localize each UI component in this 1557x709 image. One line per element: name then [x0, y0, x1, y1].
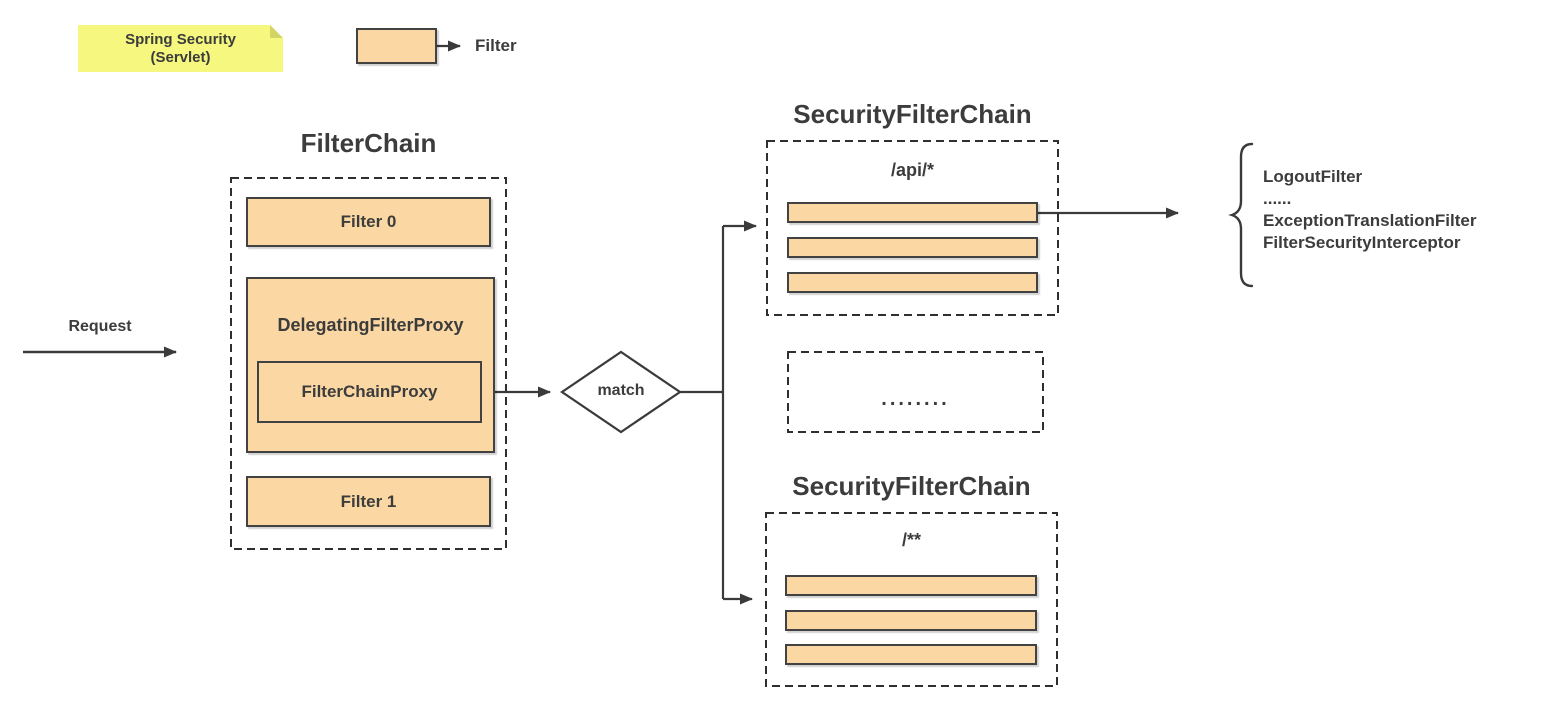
securityfilterchain-all-dashed-box	[765, 512, 1058, 687]
match-label: match	[597, 382, 645, 399]
filter-bar	[785, 644, 1037, 665]
sticky-note: Spring Security (Servlet)	[78, 25, 283, 72]
list-item: LogoutFilter	[1263, 167, 1363, 186]
sticky-note-fold-icon	[270, 25, 283, 38]
security-filters-list: LogoutFilter ...... ExceptionTranslation…	[1263, 166, 1477, 254]
filter0-box: Filter 0	[246, 197, 491, 247]
filterchain-title: FilterChain	[300, 128, 437, 158]
filterchain-dashed-box	[230, 177, 507, 550]
legend-filter-box	[356, 28, 437, 64]
all-pattern-label: /**	[901, 530, 921, 550]
filter1-box: Filter 1	[246, 476, 491, 527]
request-label: Request	[68, 318, 132, 335]
securityfilterchain-api-title: SecurityFilterChain	[793, 99, 1032, 129]
sticky-note-line1: Spring Security	[125, 31, 236, 48]
delegatingfilterproxy-label: DelegatingFilterProxy	[277, 315, 464, 335]
securityfilterchain-api-dashed-box	[766, 140, 1059, 316]
sticky-note-line2: (Servlet)	[150, 49, 211, 66]
list-item: FilterSecurityInterceptor	[1263, 233, 1461, 252]
filter-bar	[787, 237, 1038, 258]
ellipsis-label: ........	[881, 388, 950, 410]
filter-bar	[785, 575, 1037, 596]
match-diamond	[560, 350, 682, 434]
filterchainproxy-box: FilterChainProxy	[257, 361, 482, 423]
curly-brace	[1228, 142, 1254, 288]
filter-bar	[785, 610, 1037, 631]
branch-connector	[680, 226, 725, 599]
ellipsis-dashed-box	[787, 351, 1044, 433]
list-item: ......	[1263, 189, 1292, 208]
legend-filter-label: Filter	[475, 36, 517, 55]
filter-bar	[787, 272, 1038, 293]
securityfilterchain-all-title: SecurityFilterChain	[792, 471, 1031, 501]
list-item: ExceptionTranslationFilter	[1263, 211, 1477, 230]
api-pattern-label: /api/*	[890, 160, 934, 180]
filter-bar	[787, 202, 1038, 223]
